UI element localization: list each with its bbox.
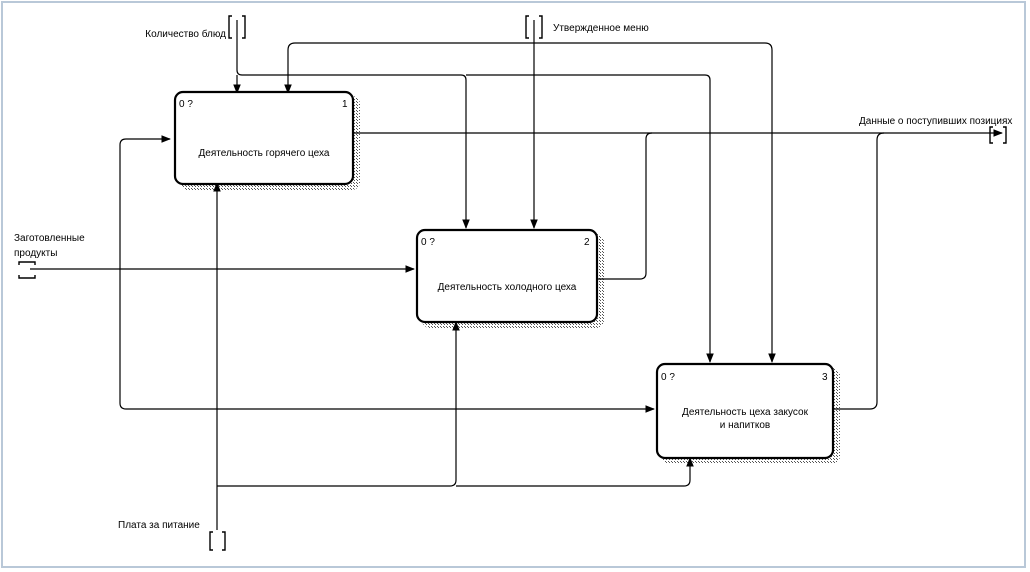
arrow-products-to-box-3 [119, 269, 655, 413]
arrow-qty-to-box-2 [236, 40, 470, 229]
arrow-box-3-output [832, 132, 885, 410]
arrow-menu-to-box-1 [284, 42, 534, 94]
tunnel-qty [228, 15, 246, 40]
label-payment: Плата за питание [118, 520, 200, 531]
box-1-cost: 0 ? [179, 99, 193, 110]
arrow-products-to-box-1 [119, 135, 171, 269]
tunnel-output [989, 126, 1007, 144]
tunnel-products [18, 261, 36, 279]
tunnel-menu [525, 15, 543, 40]
tunnel-payment [209, 531, 226, 551]
arrow-box-2-output [596, 132, 653, 280]
label-output-data: Данные о поступивших позициях [859, 116, 1012, 127]
arrow-qty-to-box-3 [466, 74, 714, 363]
box-3-title-line-1: Деятельность цеха закусок [682, 407, 809, 418]
arrow-payment-to-box-2 [217, 321, 460, 487]
arrow-menu-to-box-3 [534, 42, 776, 363]
label-products-line-1: Заготовленные [14, 233, 85, 244]
box-3-cost: 0 ? [661, 372, 675, 383]
arrow-payment-to-box-3 [456, 457, 694, 487]
activity-box-1[interactable]: 0 ? 1 Деятельность горячего цеха [173, 90, 355, 186]
box-2-title: Деятельность холодного цеха [438, 282, 577, 293]
box-2-number: 2 [584, 237, 590, 248]
box-1-title: Деятельность горячего цеха [199, 148, 330, 159]
activity-box-2[interactable]: 0 ? 2 Деятельность холодного цеха [415, 228, 599, 324]
label-qty: Количество блюд [145, 28, 226, 40]
box-3-number: 3 [822, 372, 828, 383]
box-1-number: 1 [342, 99, 348, 110]
box-3-title-line-2: и напитков [720, 420, 770, 431]
activity-box-3[interactable]: 0 ? 3 Деятельность цеха закусок и напитк… [655, 362, 835, 460]
label-products-line-2: продукты [14, 248, 57, 259]
box-2-cost: 0 ? [421, 237, 435, 248]
label-menu: Утвержденное меню [553, 23, 649, 34]
